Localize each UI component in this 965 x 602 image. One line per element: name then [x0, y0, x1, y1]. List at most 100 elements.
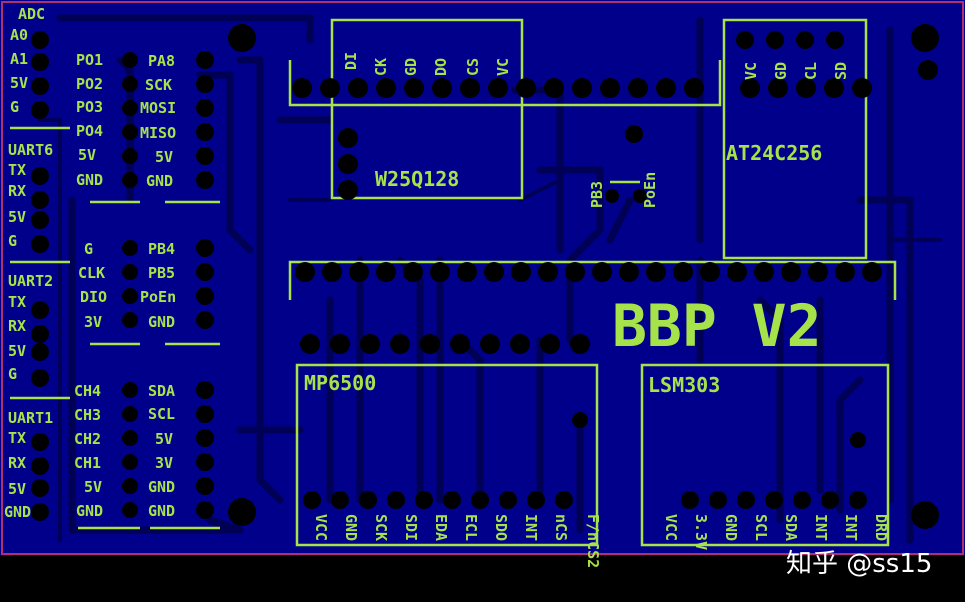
imu-pin-vcc: VCC: [312, 514, 330, 541]
mag-pin-int2: INT: [842, 514, 860, 541]
left-header-pads: [31, 31, 49, 521]
label-po1: PO1: [76, 51, 103, 69]
label-g: G: [10, 98, 19, 116]
imu-pin-ecl: ECL: [462, 514, 480, 541]
label-rx: RX: [8, 182, 26, 200]
watermark: 知乎 @ss15: [786, 549, 932, 579]
flash-module-outline: [330, 18, 524, 200]
flash-header-pads: [292, 78, 704, 200]
label-sck: SCK: [145, 76, 172, 94]
label-5v: 5V: [10, 74, 28, 92]
mag-pin-drd: DRD: [872, 514, 890, 541]
label-gnd: GND: [148, 478, 175, 496]
label-tx: TX: [8, 429, 26, 447]
test-point-pads: [605, 125, 647, 203]
mag-pin-3v3: 3.3V: [692, 514, 710, 550]
label-g: G: [8, 365, 17, 383]
label-a1: A1: [10, 50, 28, 68]
label-3v: 3V: [155, 454, 173, 472]
ch-header-labels: CH4 CH3 CH2 CH1 5V GND SDA SCL 5V 3V GND…: [74, 382, 175, 520]
label-sda: SDA: [148, 382, 175, 400]
flash-pin-gd: GD: [402, 58, 420, 76]
label-pa8: PA8: [148, 52, 175, 70]
mounting-holes: [228, 24, 939, 529]
label-tx: TX: [8, 161, 26, 179]
long-header-pads: [295, 262, 882, 354]
swd-header-labels: G CLK DIO 3V PB4 PB5 PoEn GND: [78, 240, 176, 331]
imu-pin-sck: SCK: [372, 514, 390, 541]
label-5v: 5V: [155, 148, 173, 166]
label-dio: DIO: [80, 288, 107, 306]
flash-pin-di: DI: [342, 52, 360, 70]
imu-pin-sdo: SDO: [492, 514, 510, 541]
mag-module-name: LSM303: [648, 373, 720, 397]
mag-pin-scl: SCL: [752, 514, 770, 541]
label-miso: MISO: [140, 124, 176, 142]
label-5v: 5V: [8, 342, 26, 360]
label-pb4: PB4: [148, 240, 175, 258]
imu-pin-ncs: nCS: [552, 514, 570, 541]
imu-module-outline: [295, 363, 599, 547]
mag-pin-int1: INT: [812, 514, 830, 541]
board-edge: [1, 1, 964, 555]
imu-module-name: MP6500: [304, 371, 376, 395]
label-uart6: UART6: [8, 141, 53, 159]
test-points: PB3 PoEn: [588, 172, 659, 208]
label-poen: PoEn: [140, 288, 176, 306]
mag-pin-sda: SDA: [782, 514, 800, 541]
mag-pin-vcc: VCC: [662, 514, 680, 541]
label-scl: SCL: [148, 405, 175, 423]
eeprom-pin-vc: VC: [742, 62, 760, 80]
label-gnd: GND: [148, 313, 175, 331]
eeprom-module-name: AT24C256: [726, 141, 822, 165]
eeprom-module-outline: [722, 18, 868, 260]
po-header-labels: PO1 PO2 PO3 PO4 5V GND PA8 SCK MOSI MISO…: [76, 51, 176, 190]
imu-pin-int: INT: [522, 514, 540, 541]
label-5v: 5V: [8, 480, 26, 498]
eeprom-pin-sd: SD: [832, 62, 850, 80]
outlines: [10, 18, 897, 547]
test-point-poen: PoEn: [641, 172, 659, 208]
label-3v: 3V: [84, 313, 102, 331]
label-po4: PO4: [76, 122, 103, 140]
label-tx: TX: [8, 293, 26, 311]
label-gnd: GND: [76, 502, 103, 520]
imu-pin-f-ncs2: F/nCS2: [584, 514, 602, 568]
label-ch3: CH3: [74, 406, 101, 424]
label-rx: RX: [8, 454, 26, 472]
flash-module-name: W25Q128: [375, 167, 459, 191]
label-adc: ADC: [18, 5, 45, 23]
label-5v: 5V: [84, 478, 102, 496]
label-ch1: CH1: [74, 454, 101, 472]
label-gnd: GND: [148, 502, 175, 520]
eeprom-module: VC GD CL SD AT24C256: [726, 62, 850, 165]
label-g: G: [8, 232, 17, 250]
label-gnd: GND: [146, 172, 173, 190]
mag-pin-gnd: GND: [722, 514, 740, 541]
mag-module: LSM303 VCC 3.3V GND SCL SDA INT INT DRD: [648, 373, 890, 550]
label-uart2: UART2: [8, 272, 53, 290]
eeprom-pin-gd: GD: [772, 62, 790, 80]
imu-pin-sdi: SDI: [402, 514, 420, 541]
test-point-pb3: PB3: [588, 181, 606, 208]
mag-pads: [681, 432, 867, 509]
label-mosi: MOSI: [140, 99, 176, 117]
pads: [31, 24, 939, 529]
label-5v: 5V: [78, 146, 96, 164]
label-po2: PO2: [76, 75, 103, 93]
label-pb5: PB5: [148, 264, 175, 282]
eeprom-pads: [736, 31, 872, 98]
mag-module-outline: [640, 363, 890, 547]
label-a0: A0: [10, 26, 28, 44]
flash-module: DI CK GD DO CS VC W25Q128: [342, 52, 512, 191]
label-gnd: GND: [76, 171, 103, 189]
board-title: BBP V2: [612, 292, 822, 360]
label-ch2: CH2: [74, 430, 101, 448]
label-ch4: CH4: [74, 382, 101, 400]
imu-pads: [303, 412, 588, 509]
flash-pin-cs: CS: [464, 58, 482, 76]
label-g: G: [84, 240, 93, 258]
traces: [38, 14, 942, 544]
flash-pin-do: DO: [432, 58, 450, 76]
